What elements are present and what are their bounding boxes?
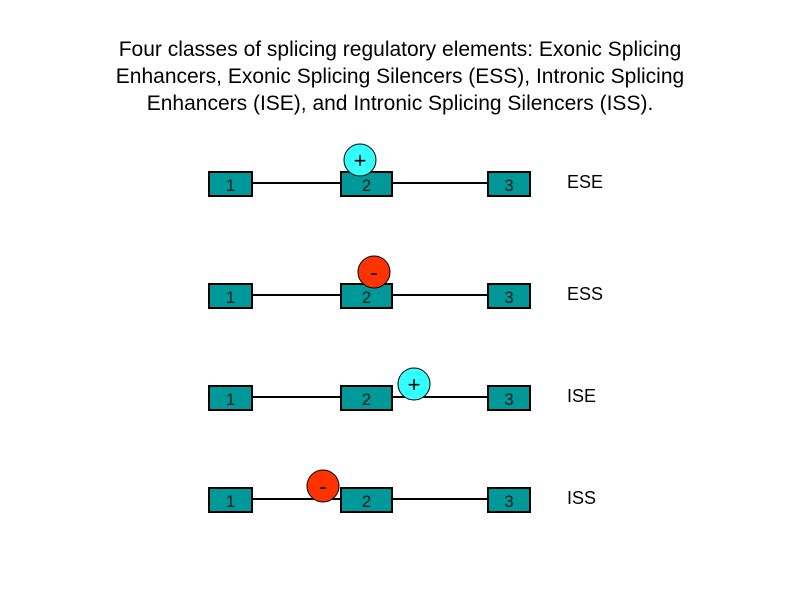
- row-ess: 1 2 3 - ESS: [208, 255, 603, 309]
- exon-1: [208, 385, 253, 411]
- exon-3: [487, 283, 531, 309]
- row-label: ISS: [567, 488, 596, 508]
- exon-2: [340, 171, 393, 197]
- exon-3: [487, 385, 531, 411]
- exon-label: 2: [362, 288, 371, 307]
- title-line-2: Enhancers, Exonic Splicing Silencers (ES…: [115, 65, 685, 88]
- exon-label: 2: [362, 176, 371, 195]
- exon-2: [340, 385, 393, 411]
- row-ise: 1 2 3 + ISE: [208, 367, 596, 411]
- diagram-title: Four classes of splicing regulatory elem…: [0, 36, 800, 117]
- silencer-element-icon: [306, 469, 340, 503]
- exon-1: [208, 487, 253, 513]
- exon-label: 1: [226, 492, 235, 511]
- exon-label: 3: [504, 288, 513, 307]
- enhancer-element-icon: [343, 143, 377, 177]
- minus-icon: -: [319, 474, 326, 499]
- title-line-1: Four classes of splicing regulatory elem…: [118, 38, 682, 61]
- exon-label: 1: [226, 176, 235, 195]
- minus-icon: -: [370, 260, 377, 285]
- plus-icon: +: [354, 148, 367, 173]
- exon-2: [340, 283, 393, 309]
- row-iss: 1 2 3 - ISS: [208, 469, 596, 513]
- exon-label: 1: [226, 288, 235, 307]
- row-label: ESS: [567, 284, 603, 304]
- exon-label: 2: [362, 390, 371, 409]
- enhancer-element-icon: [397, 367, 431, 401]
- exon-label: 1: [226, 390, 235, 409]
- exon-3: [487, 487, 531, 513]
- exon-label: 2: [362, 492, 371, 511]
- exon-1: [208, 283, 253, 309]
- plus-icon: +: [408, 372, 421, 397]
- row-ese: 1 2 3 + ESE: [208, 143, 603, 197]
- exon-label: 3: [504, 492, 513, 511]
- exon-2: [340, 487, 393, 513]
- silencer-element-icon: [357, 255, 391, 289]
- exon-3: [487, 171, 531, 197]
- title-line-3: Enhancers (ISE), and Intronic Splicing S…: [146, 92, 654, 115]
- exon-label: 3: [504, 176, 513, 195]
- exon-label: 3: [504, 390, 513, 409]
- row-label: ESE: [567, 172, 603, 192]
- row-label: ISE: [567, 386, 596, 406]
- exon-1: [208, 171, 253, 197]
